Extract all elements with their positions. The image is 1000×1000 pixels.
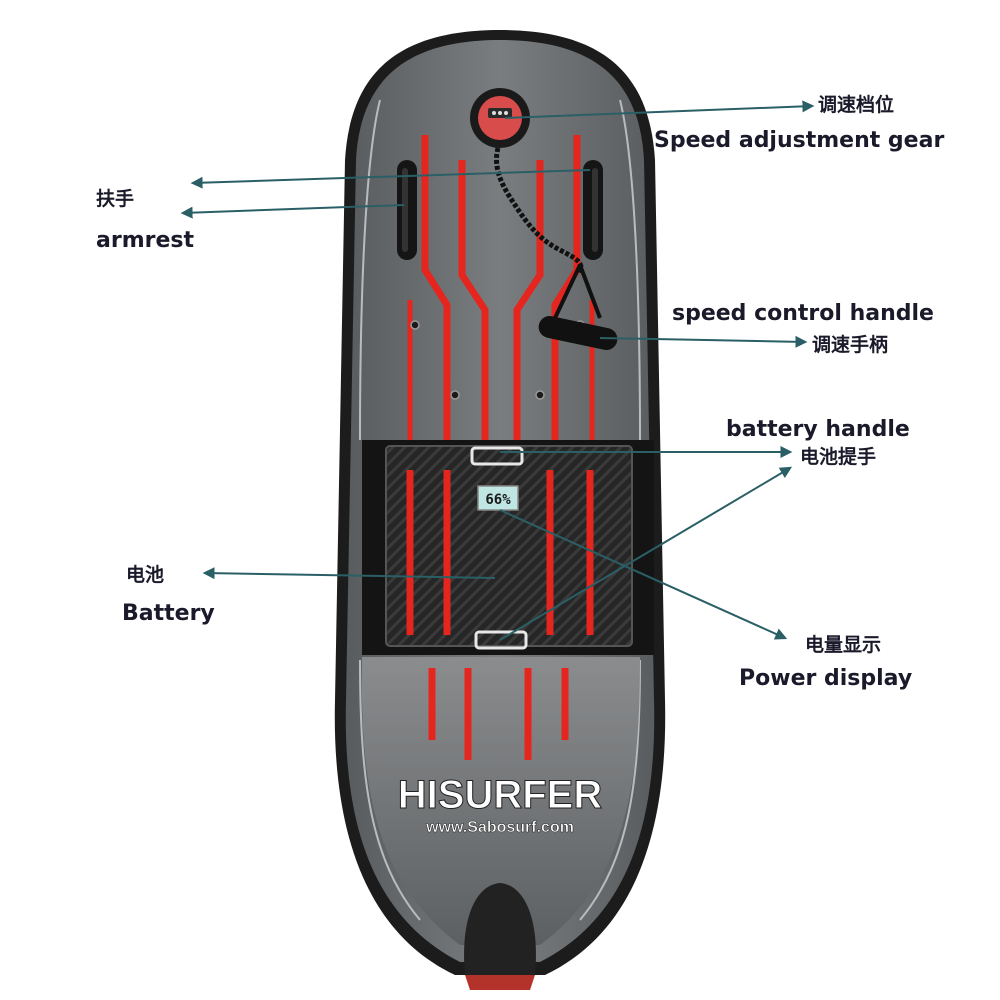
rail-highlight-right (619, 99, 641, 441)
arrow-battery-handle-bottom (499, 466, 793, 641)
arrow-battery (202, 567, 496, 580)
label-battery-handle-en: battery handle (726, 417, 910, 442)
red-stripes-battery (406, 470, 594, 635)
red-stripes-upper (407, 135, 595, 440)
label-power-display-en: Power display (739, 666, 913, 691)
battery-pack (385, 445, 633, 647)
armrests (397, 160, 603, 260)
label-armrest-en: armrest (96, 228, 195, 253)
rail-highlight-lower-right (579, 659, 641, 921)
jet-nozzle (464, 883, 536, 990)
label-battery-en: Battery (122, 601, 215, 626)
power-display-screen (477, 485, 519, 511)
arrow-armrest-2 (180, 204, 405, 219)
handle-cable (494, 147, 584, 276)
speed-gear-knob (470, 88, 530, 148)
label-speed-gear-cn: 调速档位 (818, 94, 895, 116)
battery-handles (470, 446, 528, 650)
power-display-reading: 66% (485, 492, 511, 508)
label-armrest-cn: 扶手 (96, 188, 135, 210)
label-battery-cn: 电池 (126, 564, 165, 586)
arrow-speed-gear (504, 100, 815, 119)
brand-name: HISURFER (398, 773, 603, 817)
label-speed-handle-cn: 调速手柄 (812, 334, 889, 356)
label-battery-handle-cn: 电池提手 (800, 446, 877, 468)
label-speed-gear-en: Speed adjustment gear (654, 128, 945, 153)
arrow-speed-handle (599, 335, 808, 348)
label-speed-handle-en: speed control handle (672, 301, 934, 326)
arrow-armrest-1 (190, 169, 591, 189)
label-power-display-cn: 电量显示 (805, 634, 882, 656)
red-stripes-tail (428, 668, 569, 760)
callout-arrows (180, 100, 815, 641)
rail-highlight-left (359, 99, 381, 441)
brand-website: www.Sabosurf.com (425, 819, 574, 836)
arrow-power-display (499, 509, 788, 640)
speed-control-handle (538, 264, 618, 351)
rail-highlight-lower-left (359, 659, 421, 921)
